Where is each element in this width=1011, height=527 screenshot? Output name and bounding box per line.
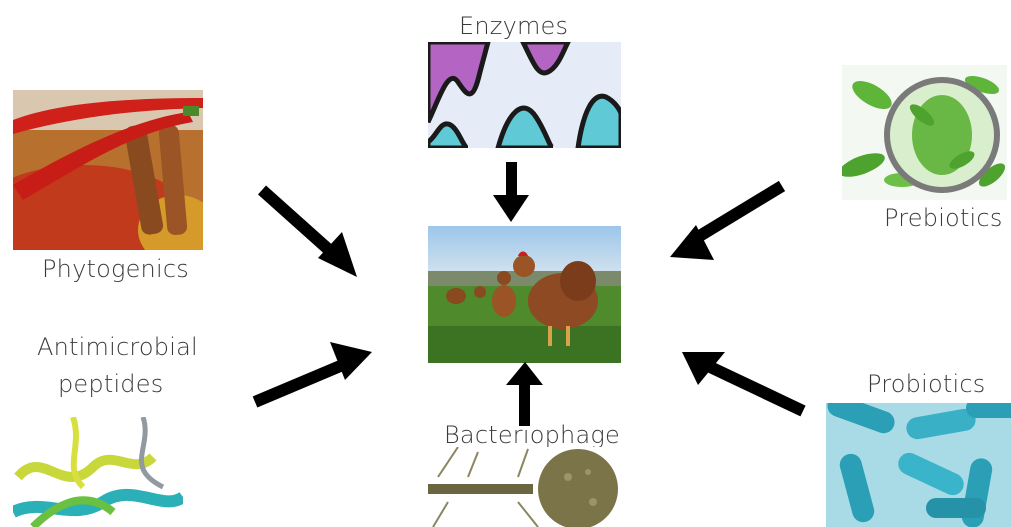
arrow-probiotics [0,0,1011,527]
